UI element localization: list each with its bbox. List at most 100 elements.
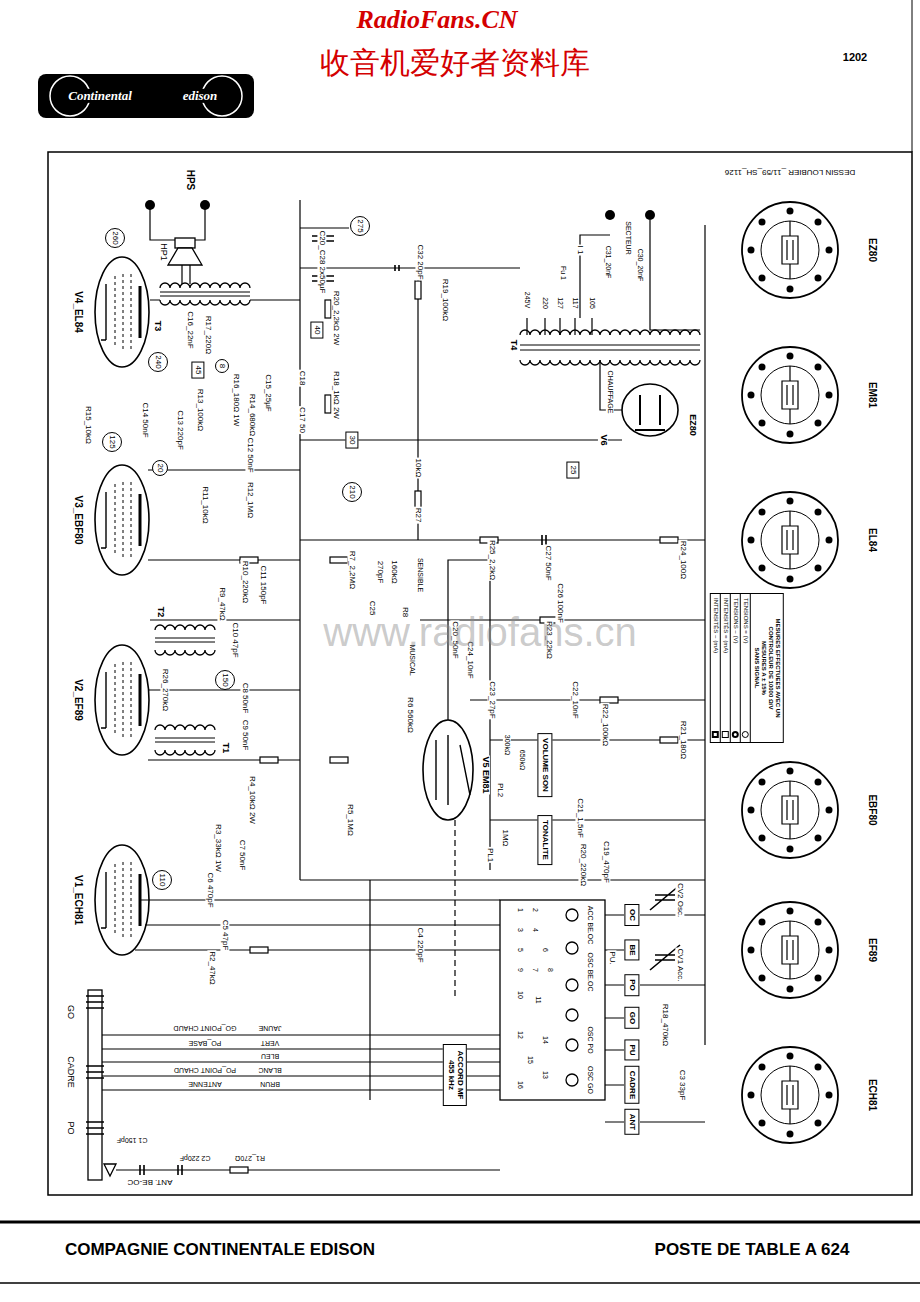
label-text: R7_2,2MΩ [348, 550, 357, 590]
transformer-symbol [155, 650, 215, 655]
label-text: R22_100kΩ [601, 703, 610, 747]
measurement-box: MESURES EFFECTUEES AVEC UN CONTROLEUR DE… [710, 593, 784, 743]
label-text: PL1 [486, 847, 495, 863]
label-text: R6 560kΩ [406, 696, 415, 734]
tube-symbol [95, 645, 149, 755]
node-text: PU [628, 1044, 637, 1055]
label-text: C31_20nF [604, 245, 612, 280]
wire [580, 220, 700, 330]
node-text: OC [628, 909, 637, 921]
label-text: R9_47kΩ [218, 586, 227, 622]
label-text: ACC BE.OC [586, 905, 594, 946]
transformer-symbol [520, 345, 700, 350]
node-text: 25 [569, 466, 578, 475]
label-text: C18 [298, 370, 307, 387]
wave-switch [566, 979, 578, 991]
label-text: DESSIN LOUBIER _11/59_SH_1126 [724, 168, 856, 177]
label-text: BLANC [257, 1066, 282, 1074]
label-text: R11_10kΩ [201, 485, 210, 524]
label-text: C22_10nF [571, 680, 580, 719]
transformer-symbol [155, 625, 215, 630]
transformer-symbol [160, 300, 250, 305]
wire [369, 880, 370, 1100]
label-text: OSC BE.OC [586, 952, 594, 993]
label-text: 2 [531, 907, 539, 913]
legend-row: INTENSITÉS = (mA) [720, 594, 730, 742]
label-text: 160kΩ [390, 559, 399, 584]
label-text: C15_25µF [264, 373, 273, 413]
label-text: R19_100kΩ [441, 278, 450, 322]
label-text: GO_POINT CHAUD [173, 1024, 238, 1032]
node-text: VOLUME SON [541, 738, 550, 792]
label-text: R18_470kΩ [661, 1003, 670, 1047]
legend-swatch [732, 731, 739, 738]
frame [48, 152, 912, 1195]
label-text: C19_470pF [602, 840, 611, 884]
label-text: R24_100Ω [679, 540, 688, 580]
legend-swatch [712, 731, 719, 738]
jack [145, 200, 155, 210]
jack [605, 210, 615, 220]
label-text: 270pF [376, 560, 385, 585]
label-text: EBF80 [867, 793, 878, 826]
node-text: GO [628, 1012, 637, 1024]
label-text: OSC PO [586, 1025, 594, 1054]
label-text: 12 [516, 1030, 524, 1040]
label-box: PU [625, 1039, 640, 1060]
resistor-symbol [230, 1167, 248, 1173]
legend-row: TENSIONS ~ (V) [730, 594, 740, 742]
label-text: CV2 Osc. [676, 882, 685, 918]
node-text: TONALITE [541, 820, 550, 860]
label-box: BE [625, 939, 640, 960]
label-text: PO_POINT CHAUD [173, 1066, 237, 1074]
label-text: PO [65, 1120, 75, 1135]
label-text: 127 [556, 296, 564, 310]
label-text: ECH81 [867, 1078, 878, 1112]
label-text: C4 220pF [416, 926, 425, 963]
speaker-symbol [168, 238, 202, 265]
voltage-circle: 8 [215, 359, 229, 373]
label-text: 10 [516, 990, 524, 1000]
capacitor-symbol [140, 236, 680, 1175]
label-text: EM81 [867, 381, 878, 409]
resistor-symbol [230, 281, 678, 1173]
label-text: EZ80 [867, 237, 878, 263]
tube-socket [742, 202, 838, 1143]
resistor-symbol [330, 557, 348, 563]
label-text: V3_EBF80 [73, 495, 84, 546]
label-text: 105 [588, 296, 596, 310]
current-square: 45 [192, 362, 205, 379]
label-box: GO [625, 1007, 640, 1029]
node-text: BE [628, 944, 637, 955]
legend-text: INTENSITÉS = (mA) [722, 598, 729, 653]
label-text: 650kΩ [518, 749, 526, 771]
resistor-symbol [325, 300, 331, 318]
label-text: 6 [541, 947, 549, 953]
node-text: ACCORD MF 455 kHz [446, 1049, 464, 1101]
label-text: Fu 1 [559, 265, 567, 281]
label-text: C23_27pF [488, 680, 497, 719]
tube-symbol [635, 395, 665, 430]
label-text: EF89 [867, 937, 878, 963]
node-text: 275 [356, 219, 365, 232]
transformer-symbol [610, 330, 700, 335]
tube-symbol [622, 384, 678, 436]
label-text: T4 [508, 339, 518, 352]
label-text: 3 [516, 927, 524, 933]
capacitor-symbol [140, 1165, 144, 1175]
node-text: 125 [108, 435, 117, 448]
label-text: R20_2,2kΩ 2W [332, 290, 341, 346]
label-text: RadioFans.CN [355, 6, 518, 35]
transformer-symbol [520, 360, 610, 365]
node-text: 260 [111, 231, 120, 244]
tube-symbol [423, 720, 473, 820]
wire [490, 819, 705, 820]
label-text: 15 [526, 1055, 534, 1065]
label-text: C9 50nF [241, 719, 250, 752]
ferrite-antenna [104, 1164, 116, 1176]
wire [135, 900, 500, 950]
voltage-circle: 150 [215, 670, 235, 690]
ferrite-antenna [86, 990, 116, 1180]
jack [145, 200, 655, 220]
